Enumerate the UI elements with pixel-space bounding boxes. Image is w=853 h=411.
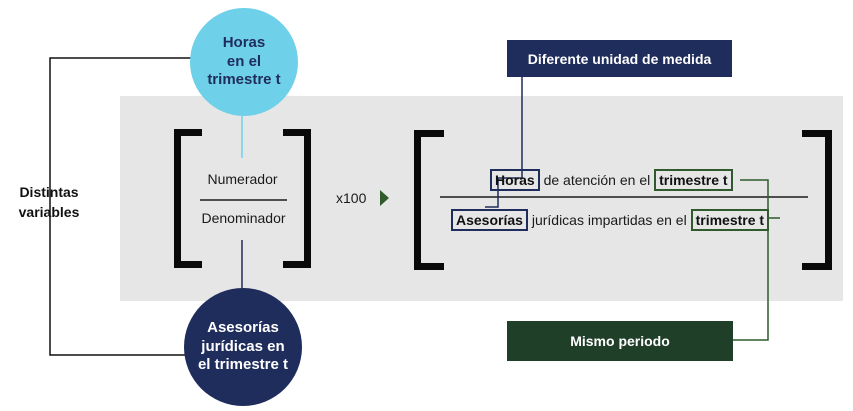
- numerator-middle-text: de atención en el: [543, 172, 651, 188]
- advisory-circle-line2: jurídicas en: [201, 337, 285, 355]
- advisory-circle-line3: el trimestre t: [197, 356, 289, 374]
- hours-circle: Horas en el trimestre t: [190, 8, 298, 116]
- formula-denominator: Asesorías jurídicas impartidas en el tri…: [451, 209, 770, 231]
- arrow-right-icon: [380, 190, 389, 206]
- side-label-line2: variables: [18, 203, 80, 220]
- left-bracket-generic-close: [283, 129, 311, 268]
- generic-numerator: Numerador: [207, 171, 278, 187]
- side-label: Distintas variables: [6, 183, 92, 222]
- period-connector: [733, 179, 769, 341]
- denominator-middle-text: jurídicas impartidas en el: [531, 212, 687, 228]
- advisory-circle-line1: Asesorías: [207, 318, 279, 336]
- unit-connector: [485, 77, 523, 208]
- hours-circle-line3: trimestre t: [207, 71, 281, 89]
- side-label-line1: Distintas: [19, 184, 79, 200]
- denominator-variable-box: Asesorías: [451, 209, 528, 231]
- numerator-variable-box: Horas: [490, 169, 540, 191]
- hours-circle-line2: en el: [226, 52, 262, 70]
- generic-denominator: Denominador: [201, 210, 286, 226]
- unit-callout-banner: Diferente unidad de medida: [507, 40, 732, 77]
- denominator-period-box: trimestre t: [690, 209, 770, 231]
- multiplier-label: x100: [336, 190, 367, 206]
- numerator-period-box: trimestre t: [654, 169, 733, 191]
- left-bracket-generic-open: [174, 129, 202, 268]
- period-callout-banner: Mismo periodo: [507, 321, 733, 361]
- formula-bracket-close: [802, 130, 832, 270]
- variables-connector: [49, 57, 193, 356]
- formula-numerator: Horas de atención en el trimestre t: [490, 169, 733, 191]
- hours-circle-line1: Horas: [222, 33, 266, 51]
- formula-background-band: [120, 96, 843, 301]
- advisory-circle: Asesorías jurídicas en el trimestre t: [184, 288, 302, 406]
- formula-bracket-open: [414, 130, 444, 270]
